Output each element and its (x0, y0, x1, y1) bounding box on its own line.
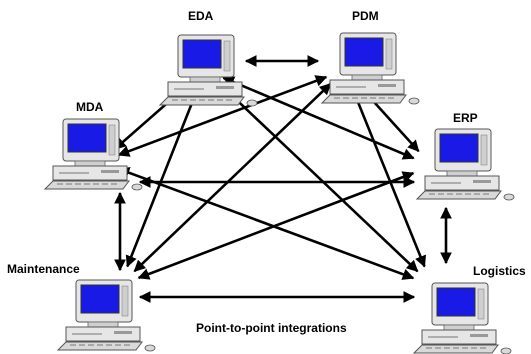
node-label-mda: MDA (76, 100, 104, 114)
computer-pdm-icon (320, 32, 420, 105)
node-label-logistics: Logistics (473, 264, 526, 278)
node-label-erp: ERP (453, 111, 478, 125)
link-erp-maintenance (137, 171, 415, 280)
computer-mda-icon (43, 118, 143, 191)
link-mda-logistics (117, 167, 415, 280)
computer-maintenance-icon (56, 279, 156, 352)
node-label-pdm: PDM (352, 9, 379, 23)
node-label-eda: EDA (188, 9, 214, 23)
computer-eda-icon (158, 34, 258, 107)
diagram-caption: Point-to-point integrations (196, 321, 347, 335)
computer-logistics-icon (412, 282, 512, 354)
computer-erp-icon (415, 128, 515, 201)
node-label-maintenance: Maintenance (7, 262, 80, 276)
link-eda-maintenance (125, 87, 200, 268)
link-pdm-logistics (351, 87, 426, 268)
computer-layer (43, 32, 515, 354)
connection-layer (114, 55, 452, 303)
